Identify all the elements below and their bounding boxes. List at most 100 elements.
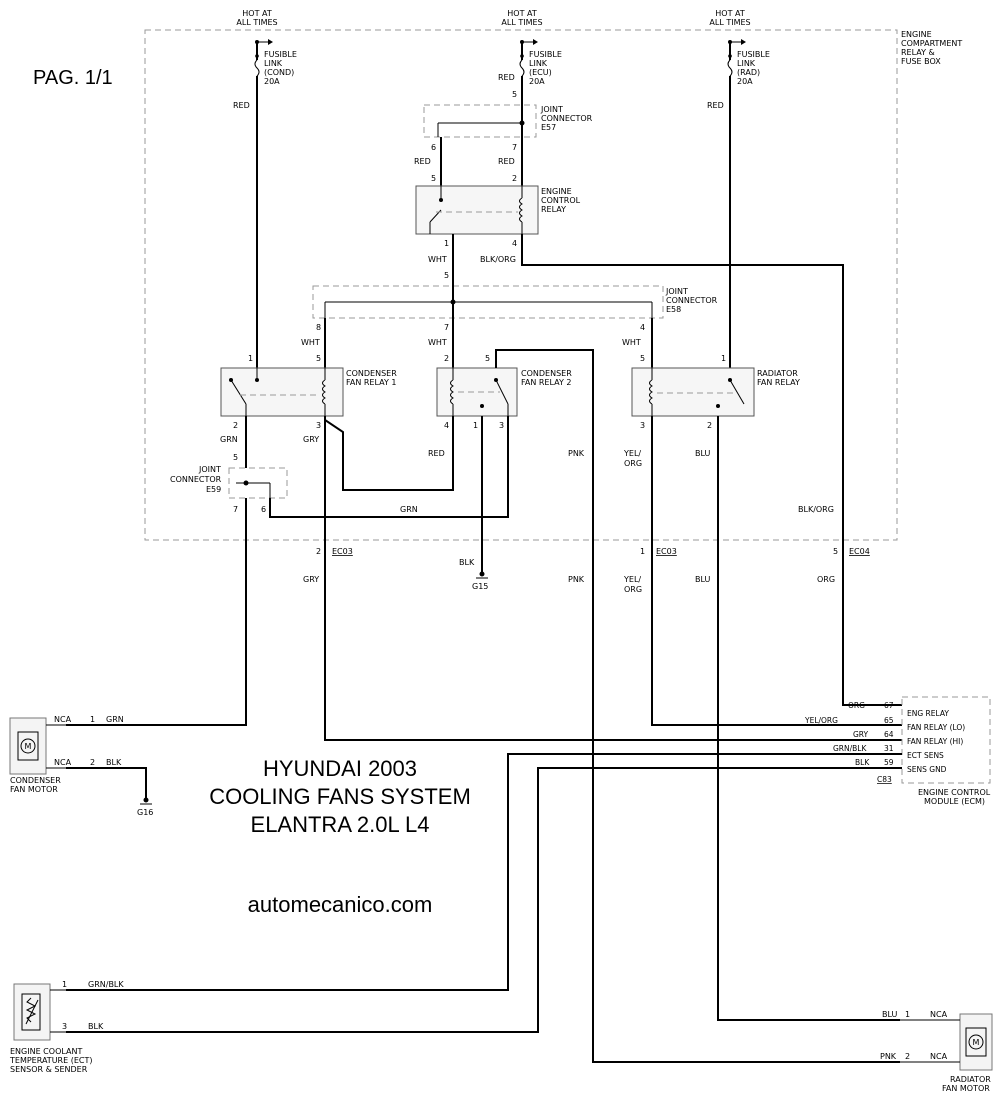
svg-text:8: 8 — [316, 323, 321, 332]
svg-text:HOT AT: HOT AT — [507, 9, 537, 18]
svg-text:LINK: LINK — [264, 59, 283, 68]
svg-text:59: 59 — [884, 758, 894, 767]
svg-text:ENGINE COOLANT: ENGINE COOLANT — [10, 1047, 82, 1056]
svg-text:6: 6 — [431, 143, 436, 152]
website-text: automecanico.com — [248, 892, 433, 917]
svg-text:EC03: EC03 — [656, 547, 677, 556]
svg-text:EC04: EC04 — [849, 547, 870, 556]
ect-sensor — [13, 983, 51, 1041]
wire-label-red-3: RED — [707, 101, 724, 110]
svg-text:ENGINE: ENGINE — [541, 187, 572, 196]
engine-box-label: ENGINE COMPARTMENT RELAY & FUSE BOX — [901, 30, 962, 66]
svg-text:ORG: ORG — [848, 701, 865, 710]
e58-internal — [324, 299, 653, 318]
power-source-rad: HOT AT ALL TIMES — [709, 9, 750, 27]
wire-gry-fan-hi — [324, 420, 902, 741]
svg-text:4: 4 — [640, 323, 645, 332]
svg-text:2: 2 — [444, 354, 449, 363]
condenser-fan-motor — [9, 717, 47, 775]
svg-text:NCA: NCA — [930, 1052, 948, 1061]
svg-text:4: 4 — [512, 239, 517, 248]
svg-text:5: 5 — [444, 271, 449, 280]
rad-relay-label: RADIATOR FAN RELAY — [757, 369, 800, 387]
svg-text:FUSE BOX: FUSE BOX — [901, 57, 941, 66]
svg-text:G15: G15 — [472, 582, 488, 591]
svg-text:67: 67 — [884, 701, 894, 710]
svg-text:NCA: NCA — [54, 758, 72, 767]
svg-text:CONNECTOR: CONNECTOR — [541, 114, 593, 123]
svg-text:2: 2 — [90, 758, 95, 767]
wire-pnk — [495, 349, 900, 1063]
svg-text:5: 5 — [512, 90, 517, 99]
svg-text:COMPARTMENT: COMPARTMENT — [901, 39, 962, 48]
svg-text:ORG: ORG — [817, 575, 835, 584]
svg-text:ALL TIMES: ALL TIMES — [709, 18, 750, 27]
svg-text:HYUNDAI 2003: HYUNDAI 2003 — [263, 756, 417, 781]
svg-text:PNK: PNK — [880, 1052, 897, 1061]
radiator-fan-motor — [959, 1013, 993, 1071]
svg-text:HOT AT: HOT AT — [715, 9, 745, 18]
ground-g16: G16 — [137, 797, 153, 817]
ground-g15: G15 — [472, 571, 488, 591]
engine-control-relay — [415, 185, 539, 235]
svg-text:CONDENSER: CONDENSER — [521, 369, 572, 378]
e57-internal — [437, 120, 525, 137]
svg-text:ENG RELAY: ENG RELAY — [907, 709, 949, 718]
fusible-link-cond: FUSIBLE LINK (COND) 20A — [254, 39, 297, 86]
svg-text:GRN: GRN — [106, 715, 124, 724]
svg-text:5: 5 — [485, 354, 490, 363]
svg-text:3: 3 — [62, 1022, 67, 1031]
svg-text:5: 5 — [431, 174, 436, 183]
e57-label: JOINT CONNECTOR E57 — [540, 105, 593, 132]
engine-compartment-box — [144, 29, 898, 541]
svg-text:7: 7 — [233, 505, 238, 514]
svg-text:RELAY &: RELAY & — [901, 48, 935, 57]
svg-text:CONDENSER: CONDENSER — [346, 369, 397, 378]
svg-text:BLU: BLU — [695, 575, 711, 584]
svg-text:NCA: NCA — [54, 715, 72, 724]
connector-ec04: 5 EC04 ORG — [817, 547, 870, 584]
svg-text:FAN MOTOR: FAN MOTOR — [942, 1084, 990, 1093]
svg-text:2: 2 — [512, 174, 517, 183]
svg-text:EC03: EC03 — [332, 547, 353, 556]
svg-text:JOINT: JOINT — [540, 105, 563, 114]
svg-text:GRN/BLK: GRN/BLK — [88, 980, 124, 989]
power-source-cond: HOT AT ALL TIMES — [236, 9, 277, 27]
e59-label: JOINT CONNECTOR E59 — [170, 465, 222, 494]
svg-text:SENSOR & SENDER: SENSOR & SENDER — [10, 1065, 88, 1074]
svg-text:CONNECTOR: CONNECTOR — [170, 475, 222, 484]
svg-text:WHT: WHT — [428, 338, 447, 347]
svg-text:RED: RED — [428, 449, 445, 458]
page-label: PAG. 1/1 — [33, 67, 113, 89]
radiator-motor-label: RADIATOR FAN MOTOR — [942, 1075, 991, 1093]
svg-text:RADIATOR: RADIATOR — [757, 369, 798, 378]
svg-text:G16: G16 — [137, 808, 153, 817]
svg-text:2: 2 — [316, 547, 321, 556]
svg-text:31: 31 — [884, 744, 894, 753]
svg-text:BLK: BLK — [88, 1022, 104, 1031]
svg-text:1: 1 — [444, 239, 449, 248]
svg-text:7: 7 — [512, 143, 517, 152]
wire-label-red-1: RED — [233, 101, 250, 110]
svg-text:GRY: GRY — [303, 575, 319, 584]
svg-text:BLK: BLK — [459, 558, 475, 567]
wire-blk-ect-gnd — [66, 767, 902, 1033]
svg-text:CONNECTOR: CONNECTOR — [666, 296, 718, 305]
svg-text:FAN RELAY: FAN RELAY — [757, 378, 800, 387]
condenser-motor-label: CONDENSER FAN MOTOR — [10, 776, 61, 794]
wire-blu — [717, 416, 900, 1021]
svg-text:64: 64 — [884, 730, 894, 739]
relay1-label: CONDENSER FAN RELAY 1 — [346, 369, 397, 387]
svg-text:FAN RELAY (LO): FAN RELAY (LO) — [907, 723, 965, 732]
condenser-fan-relay-1 — [220, 367, 344, 417]
svg-text:TEMPERATURE (ECT): TEMPERATURE (ECT) — [9, 1056, 92, 1065]
ect-label: ENGINE COOLANT TEMPERATURE (ECT) SENSOR … — [9, 1047, 92, 1074]
ecm-module — [901, 696, 991, 784]
svg-text:FAN RELAY 1: FAN RELAY 1 — [346, 378, 397, 387]
svg-text:ENGINE: ENGINE — [901, 30, 932, 39]
svg-text:SENS GND: SENS GND — [907, 765, 947, 774]
wire-grn-blk-ect — [66, 753, 902, 991]
svg-text:YEL/: YEL/ — [623, 575, 641, 584]
svg-text:FAN MOTOR: FAN MOTOR — [10, 785, 58, 794]
svg-text:FUSIBLE: FUSIBLE — [264, 50, 297, 59]
